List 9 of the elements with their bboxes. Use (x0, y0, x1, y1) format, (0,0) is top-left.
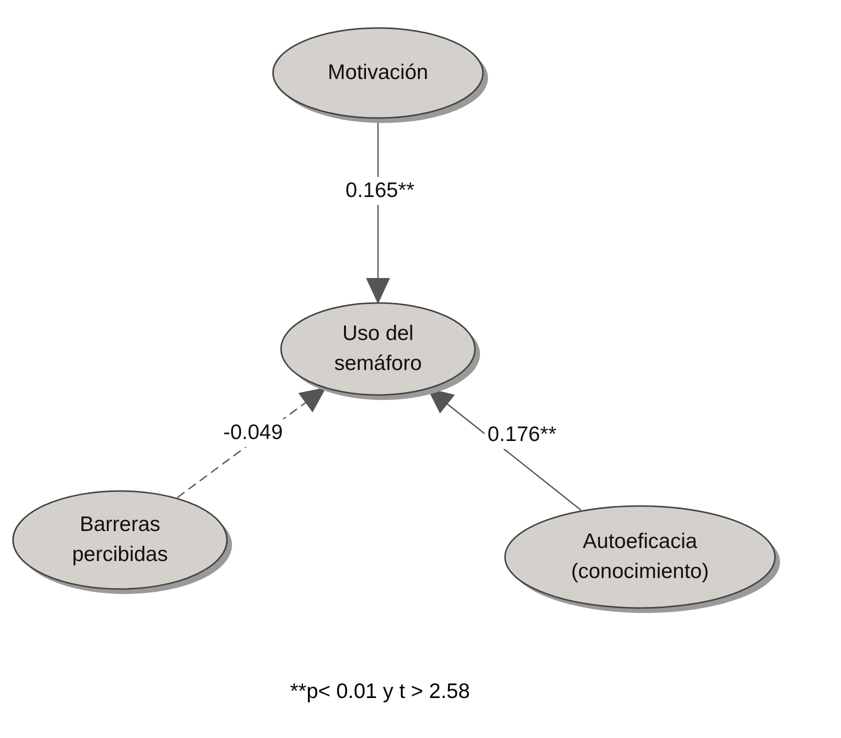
ellipse-node (280, 302, 482, 402)
ellipse-node (504, 505, 782, 615)
ellipse-node (272, 27, 490, 125)
node-label: Uso del semáforo (333, 320, 423, 377)
node-label: Autoeficacia (conocimiento) (570, 528, 710, 585)
footnote: **p< 0.01 y t > 2.58 (290, 680, 470, 704)
ellipse-node (12, 490, 234, 596)
node-label: Motivación (328, 60, 428, 86)
node-label: Barreras percibidas (71, 512, 169, 568)
